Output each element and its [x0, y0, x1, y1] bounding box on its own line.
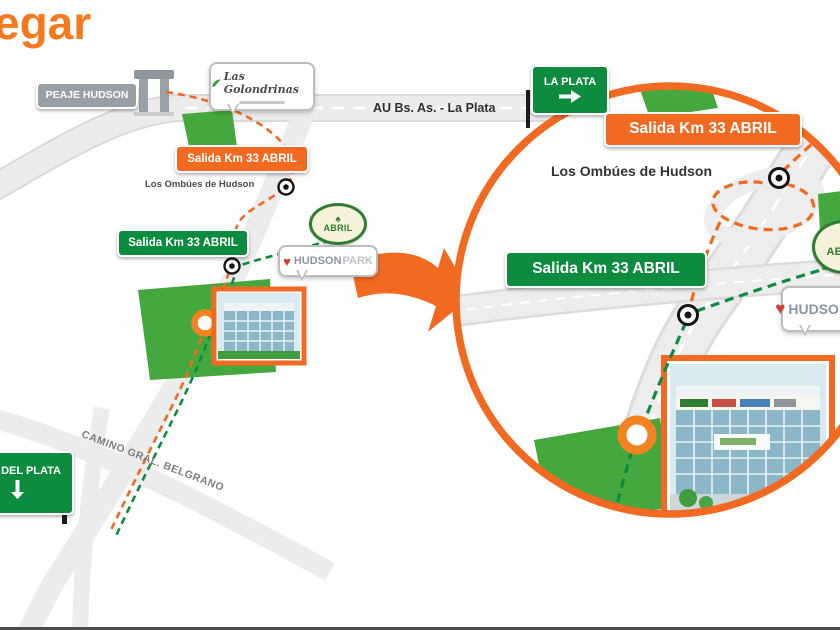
route-green [113, 235, 343, 539]
toll-booth-icon [134, 70, 174, 116]
sign-la-plata: LA PLATA [531, 65, 609, 115]
sign-salida-km33-orange: Salida Km 33 ABRIL [175, 145, 309, 173]
neighborhood-label: Los Ombúes de Hudson [145, 179, 255, 190]
inset-sign-salida-km33-orange: Salida Km 33 ABRIL [604, 112, 802, 147]
building-photo-small [211, 286, 307, 366]
sign-la-plata-label: LA PLATA [543, 75, 597, 88]
abril-badge: ♠ ABRIL [309, 203, 367, 245]
branch-icon [211, 78, 221, 87]
inset-hudson-park-label-a: HUDSON [788, 301, 840, 317]
bottom-border-line [0, 627, 840, 630]
tree-icon: ♠ [335, 214, 341, 226]
signpost-la-plata [526, 90, 530, 128]
arrow-down-icon [10, 480, 24, 500]
zoom-arrow [350, 248, 472, 332]
sign-mar-del-plata: MAR DEL PLATA [0, 451, 74, 515]
highway-label: AU Bs. As. - La Plata [373, 101, 496, 115]
golondrinas-tagline-bar [239, 100, 285, 104]
page-title: egar [0, 0, 92, 49]
sign-peaje-hudson-label: PEAJE HUDSON [45, 88, 129, 101]
inset-ring [452, 82, 840, 518]
inset-sign-salida-orange-label: Salida Km 33 ABRIL [629, 120, 777, 138]
inset-heart-icon: ♥ [775, 299, 786, 318]
inset-hudson-park-bubble: ♥ HUDSON PARK [775, 286, 840, 336]
golondrinas-label: Las Golondrinas [223, 69, 299, 96]
sign-salida-green-label: Salida Km 33 ABRIL [128, 236, 238, 249]
inset-abril-badge-label: ABRIL [826, 245, 840, 258]
inset-neighborhood-label: Los Ombúes de Hudson [551, 163, 713, 179]
hudson-park-label-a: HUDSON [293, 255, 342, 267]
hudson-park-label-b: PARK [342, 255, 373, 267]
inset-map [456, 86, 840, 514]
exit-marker-green [223, 257, 241, 275]
exit-marker-orange [277, 178, 295, 196]
sign-salida-km33-green: Salida Km 33 ABRIL [117, 229, 249, 257]
inset-sign-salida-green-label: Salida Km 33 ABRIL [532, 260, 680, 278]
sign-mar-del-plata-label: MAR DEL PLATA [0, 464, 61, 477]
sign-peaje-hudson: PEAJE HUDSON [36, 82, 138, 109]
golondrinas-bubble: Las Golondrinas [209, 62, 315, 115]
abril-badge-label: ABRIL [323, 223, 353, 234]
sign-salida-orange-label: Salida Km 33 ABRIL [187, 152, 297, 165]
arrow-right-icon [559, 90, 581, 104]
heart-icon: ♥ [283, 253, 291, 269]
inset-sign-salida-km33-green: Salida Km 33 ABRIL [505, 251, 707, 288]
hudson-park-bubble: ♥ HUDSON PARK [278, 245, 378, 281]
